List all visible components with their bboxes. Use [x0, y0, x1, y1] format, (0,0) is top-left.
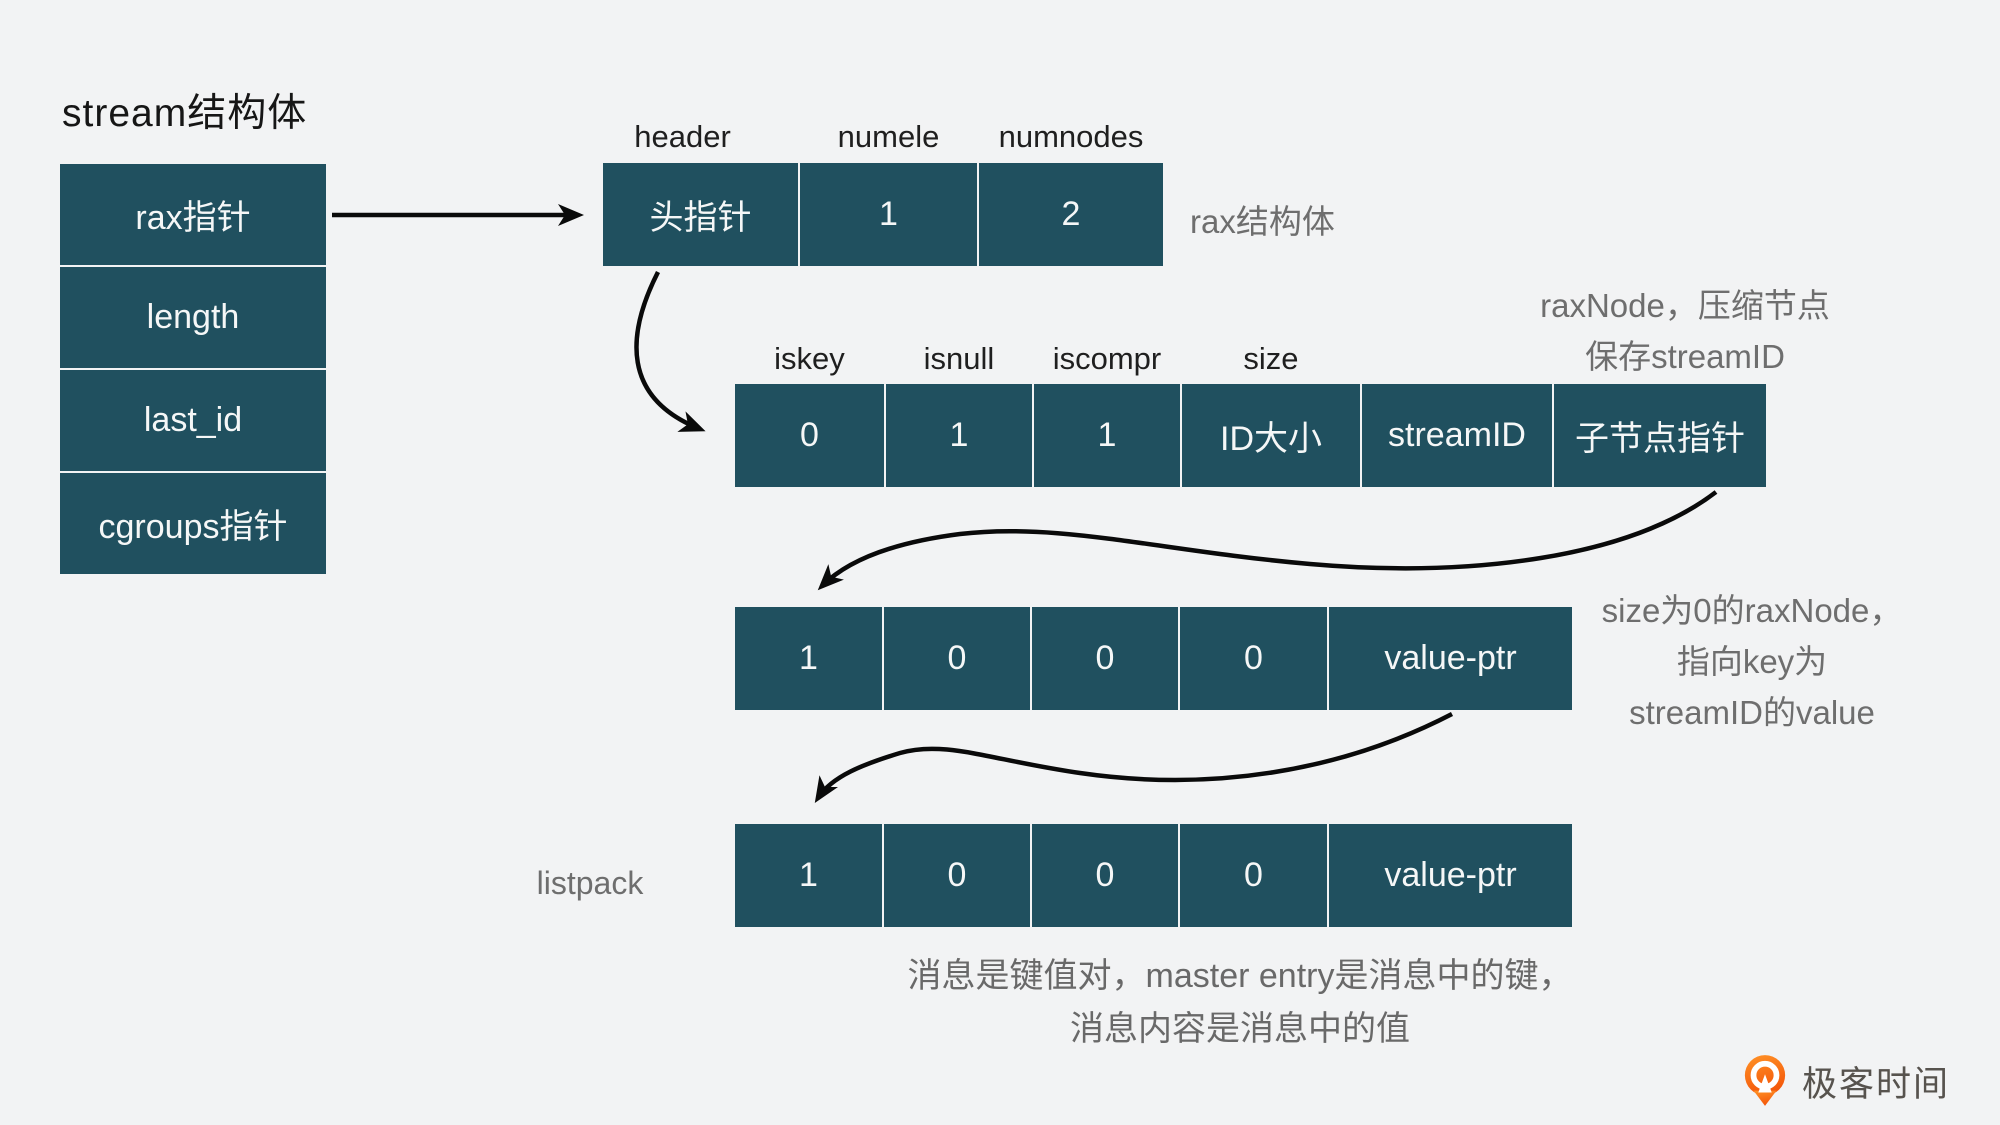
stream-field-rax-pointer: rax指针: [60, 164, 326, 265]
raxnode-cell-streamid: streamID: [1362, 384, 1552, 487]
value-raxnode-annotation: size为0的raxNode， 指向key为 streamID的value: [1582, 585, 1922, 738]
bottom-caption: 消息是键值对，master entry是消息中的键， 消息内容是消息中的值: [840, 950, 1640, 1056]
stream-struct-box: rax指针 length last_id cgroups指针: [60, 164, 326, 574]
raxnode-cell-child-pointer: 子节点指针: [1554, 384, 1766, 487]
listpack-label: listpack: [536, 865, 644, 901]
raxnode-cell-iscompr: 1: [1034, 384, 1180, 487]
diagram-title: stream结构体: [62, 92, 308, 135]
value-raxnode-row: 1 0 0 0 value-ptr: [735, 607, 1572, 710]
listpack-cell-3: 0: [1032, 824, 1178, 927]
valuenode-cell-iskey: 1: [735, 607, 882, 710]
rax-struct-row: 头指针 1 2: [603, 163, 1163, 266]
valuenode-cell-size: 0: [1180, 607, 1327, 710]
label-numele: numele: [837, 119, 940, 154]
arrow-child-to-valuenode: [817, 490, 1718, 591]
valuenode-cell-value-ptr: value-ptr: [1329, 607, 1572, 710]
label-iscompr: iscompr: [1052, 341, 1162, 376]
stream-field-length: length: [60, 267, 326, 368]
bottom-caption-line2: 消息内容是消息中的值: [1070, 1010, 1410, 1048]
rax-cell-numnodes: 2: [979, 163, 1163, 266]
label-size: size: [1243, 341, 1299, 376]
label-iskey: iskey: [774, 341, 845, 376]
listpack-cell-1: 1: [735, 824, 882, 927]
value-annotation-line1: size为0的raxNode，: [1601, 592, 1903, 629]
raxnode-cell-isnull: 1: [886, 384, 1032, 487]
geektime-logo: 极客时间: [1742, 1054, 1950, 1108]
rax-cell-header-pointer: 头指针: [603, 163, 798, 266]
label-numnodes: numnodes: [998, 119, 1144, 154]
valuenode-cell-iscompr: 0: [1032, 607, 1178, 710]
raxnode-row: 0 1 1 ID大小 streamID 子节点指针: [735, 384, 1766, 487]
rax-cell-numele: 1: [800, 163, 977, 266]
raxnode-annotation-line1: raxNode，压缩节点: [1540, 287, 1830, 324]
raxnode-cell-iskey: 0: [735, 384, 884, 487]
label-isnull: isnull: [923, 341, 995, 376]
arrow-valueptr-to-listpack: [814, 712, 1454, 804]
listpack-cell-2: 0: [884, 824, 1030, 927]
geektime-logo-text: 极客时间: [1802, 1064, 1951, 1104]
listpack-cell-value-ptr: value-ptr: [1329, 824, 1572, 927]
geektime-logo-icon: [1744, 1055, 1786, 1106]
value-annotation-line3: streamID的value: [1629, 694, 1875, 731]
stream-field-cgroups-pointer: cgroups指针: [60, 473, 326, 574]
listpack-cell-4: 0: [1180, 824, 1327, 927]
raxnode-cell-size: ID大小: [1182, 384, 1360, 487]
raxnode-annotation-line2: 保存streamID: [1585, 338, 1785, 375]
bottom-caption-line1: 消息是键值对，master entry是消息中的键，: [907, 957, 1573, 995]
stream-field-last-id: last_id: [60, 370, 326, 471]
rax-struct-caption: rax结构体: [1190, 203, 1335, 240]
value-annotation-line2: 指向key为: [1676, 643, 1828, 680]
valuenode-cell-isnull: 0: [884, 607, 1030, 710]
arrow-header-to-raxnode: [634, 270, 706, 432]
listpack-row: 1 0 0 0 value-ptr: [735, 824, 1572, 927]
raxnode-annotation: raxNode，压缩节点 保存streamID: [1515, 280, 1855, 382]
label-header: header: [634, 119, 731, 154]
